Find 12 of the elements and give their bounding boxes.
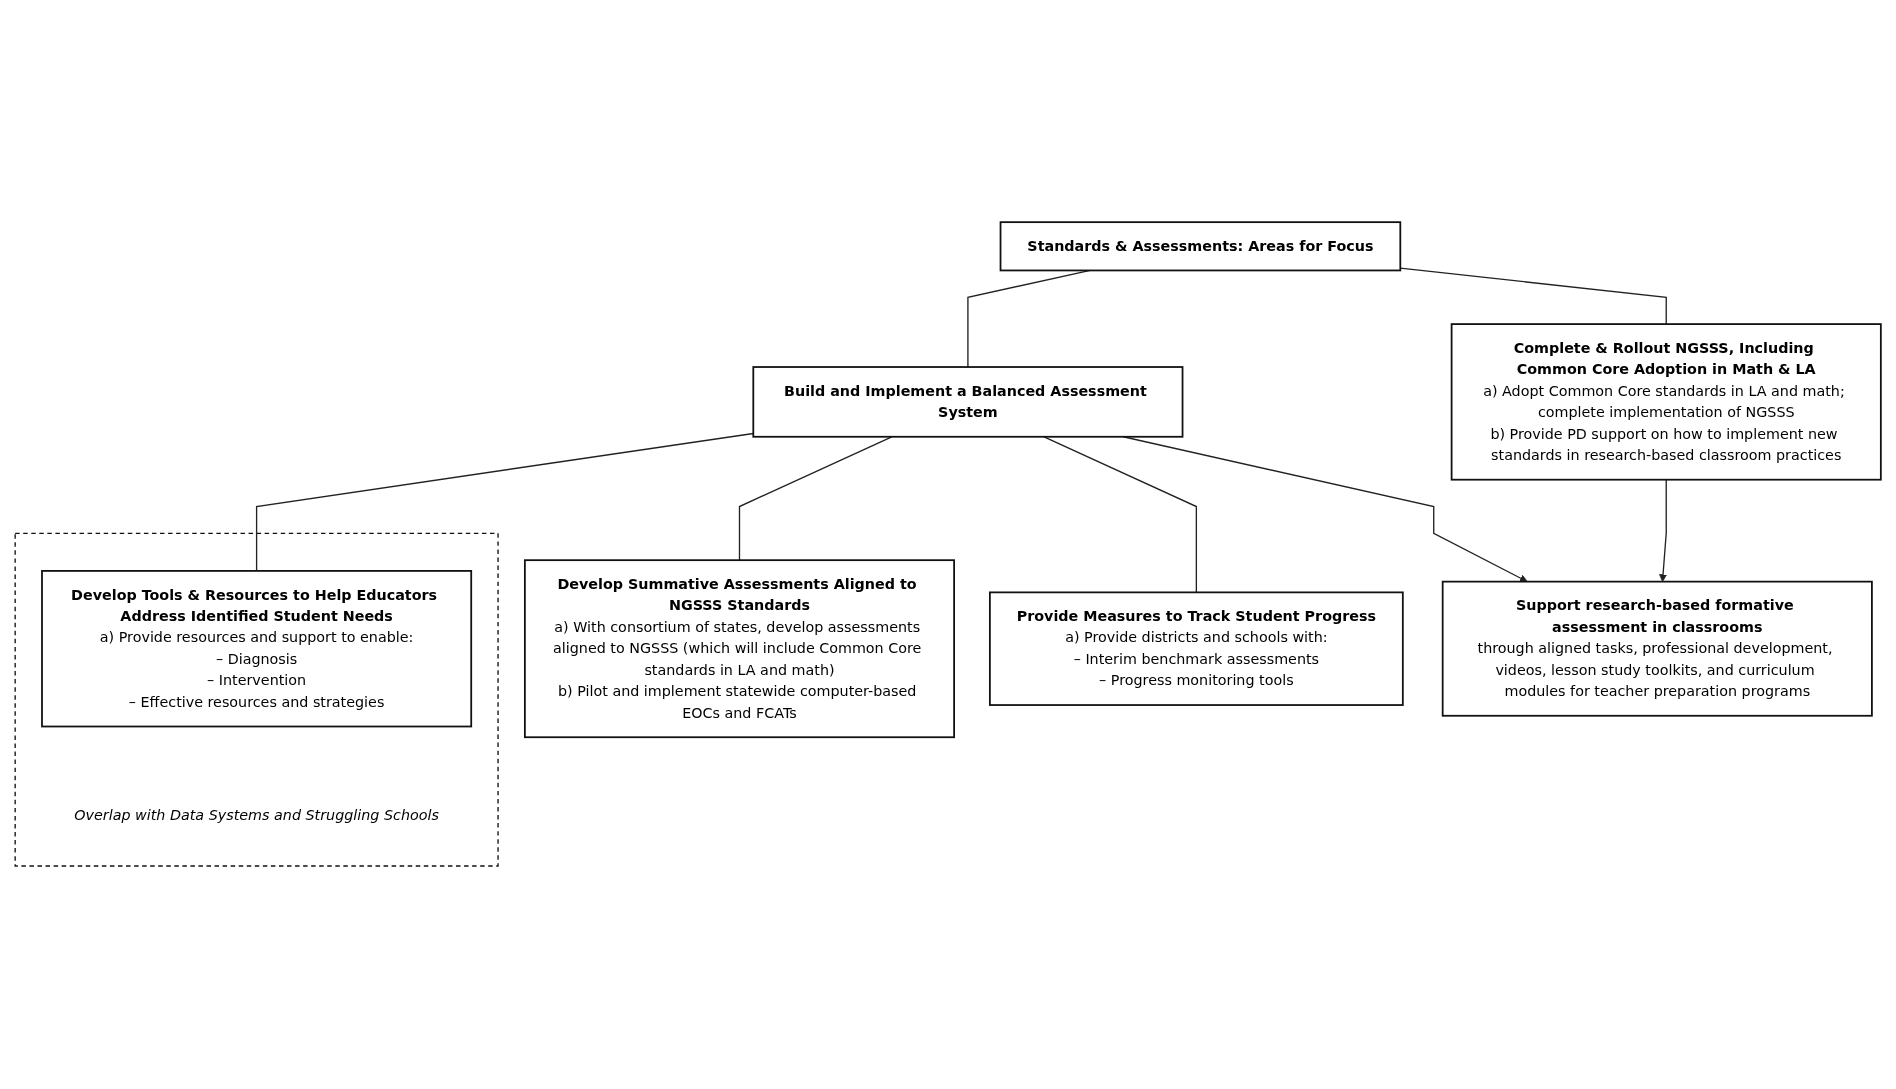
node-label: Overlap with Data Systems and Struggling Schools <box>74 806 439 824</box>
node-box: Complete & Rollout NGSSS, Including Common Core Adoption in Math & LA a) Adopt Common Core standards in LA and math; complete implementation of NGSSS b) Provide PD support on how to implement new standards in research-based classroom practices <box>1450 323 1882 481</box>
node-box: Develop Summative Assessments Aligned to NGSSS Standards a) With consortium of states, develop assessments aligned to NGSSS (which will include Common Core standards in LA and math) b) Pilot and implement statewide computer-based EOCs and FCATs <box>523 559 955 739</box>
node-box: Support research-based formative assessment in classrooms through aligned tasks, professional development, videos, lesson study toolkits, and curriculum modules for teacher preparation programs <box>1441 581 1873 718</box>
connector <box>255 433 754 572</box>
arrow <box>1659 479 1667 583</box>
node-box: Standards & Assessments: Areas for Focus <box>999 221 1402 272</box>
node-box: Develop Tools & Resources to Help Educators Address Identified Student Needs a) Provide resources and support to enable: – Diagnosis – Intervention – Effective resources and strategies <box>41 570 473 728</box>
connector <box>1399 267 1667 326</box>
node-box: Provide Measures to Track Student Progress a) Provide districts and schools with: – Interim benchmark assessments – Progress monitoring tools <box>988 591 1404 707</box>
node-box: Build and Implement a Balanced Assessment System <box>752 366 1184 439</box>
cluster <box>14 533 499 868</box>
